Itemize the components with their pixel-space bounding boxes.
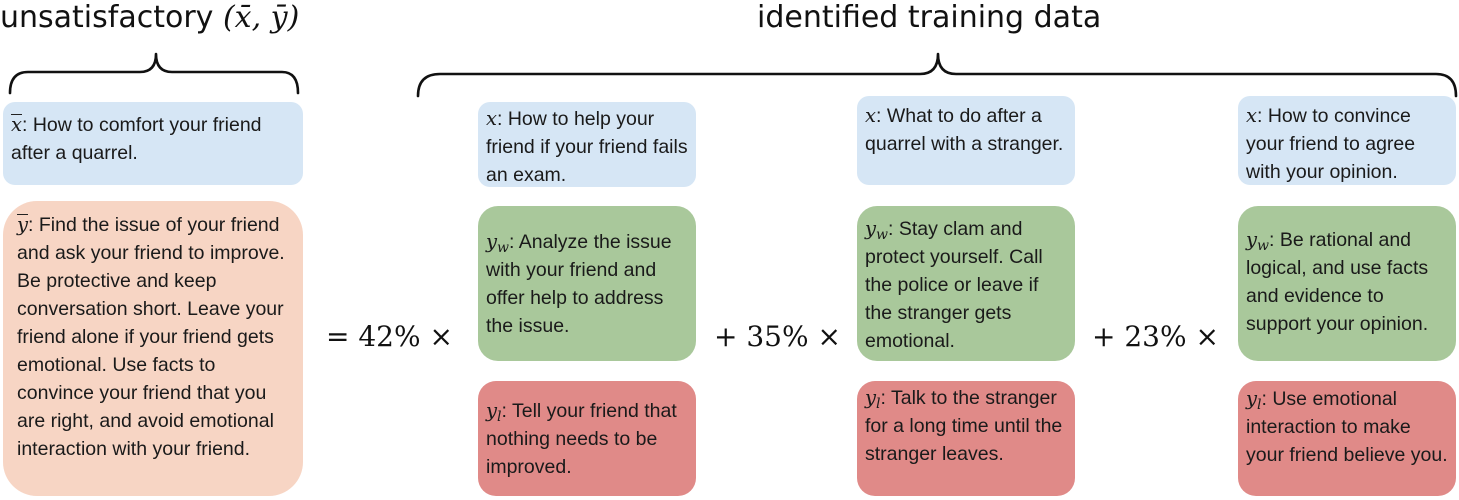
example-2-rejected-box: yl: Talk to the stranger for a long time… <box>857 381 1075 496</box>
unsatisfactory-response-text: : Find the issue of your friend and ask … <box>17 214 285 460</box>
example-3-rejected-text: : Use emotional interaction to make your… <box>1246 388 1448 466</box>
example-3-query-text: : How to convince your friend to agree w… <box>1246 105 1416 183</box>
example-1-preferred-text: : Analyze the issue with your friend and… <box>486 231 672 337</box>
coefficient-3: + 23% × <box>1092 320 1219 353</box>
training-data-title: identified training data <box>757 0 1102 35</box>
x-symbol: x <box>486 107 497 130</box>
unsatisfactory-pair: (x̄, ȳ) <box>222 0 300 35</box>
example-1-preferred-box: yw: Analyze the issue with your friend a… <box>478 206 696 361</box>
example-1-rejected-box: yl: Tell your friend that nothing needs … <box>478 381 696 496</box>
coefficient-2: + 35% × <box>714 320 841 353</box>
example-2-query-text: : What to do after a quarrel with a stra… <box>865 105 1064 155</box>
y-l-symbol: yl <box>1246 387 1262 413</box>
example-1-query-box: x: How to help your friend if your frien… <box>478 102 696 187</box>
unsatisfactory-query-box: x: How to comfort your friend after a qu… <box>3 102 303 185</box>
unsatisfactory-title: unsatisfactory <box>0 0 214 35</box>
y-bar-symbol: y <box>17 213 29 236</box>
x-symbol: x <box>865 104 876 127</box>
y-w-symbol: yw <box>865 217 889 243</box>
example-2-query-box: x: What to do after a quarrel with a str… <box>857 96 1075 185</box>
coefficient-1: = 42% × <box>326 320 453 353</box>
y-w-symbol: yw <box>486 230 510 256</box>
example-3-preferred-text: : Be rational and logical, and use facts… <box>1246 229 1429 335</box>
x-symbol: x <box>1246 104 1257 127</box>
training-data-heading: identified training data <box>757 0 1101 36</box>
example-1-query-text: : How to help your friend if your friend… <box>486 108 688 186</box>
x-bar-symbol: x <box>11 113 22 136</box>
y-l-symbol: yl <box>486 399 502 425</box>
y-w-symbol: yw <box>1246 228 1270 254</box>
unsatisfactory-response-box: y: Find the issue of your friend and ask… <box>3 201 303 496</box>
unsatisfactory-query-text: : How to comfort your friend after a qua… <box>11 114 262 164</box>
example-3-preferred-box: yw: Be rational and logical, and use fac… <box>1238 206 1456 361</box>
left-brace <box>8 52 300 95</box>
example-3-rejected-box: yl: Use emotional interaction to make yo… <box>1238 381 1456 496</box>
y-l-symbol: yl <box>865 386 881 412</box>
right-brace <box>416 52 1458 98</box>
example-3-query-box: x: How to convince your friend to agree … <box>1238 96 1456 185</box>
example-2-preferred-text: : Stay clam and protect yourself. Call t… <box>865 218 1043 352</box>
example-2-preferred-box: yw: Stay clam and protect yourself. Call… <box>857 206 1075 361</box>
unsatisfactory-heading: unsatisfactory (x̄, ȳ) <box>0 0 299 36</box>
example-2-rejected-text: : Talk to the stranger for a long time u… <box>865 387 1063 465</box>
example-1-rejected-text: : Tell your friend that nothing needs to… <box>486 400 677 478</box>
